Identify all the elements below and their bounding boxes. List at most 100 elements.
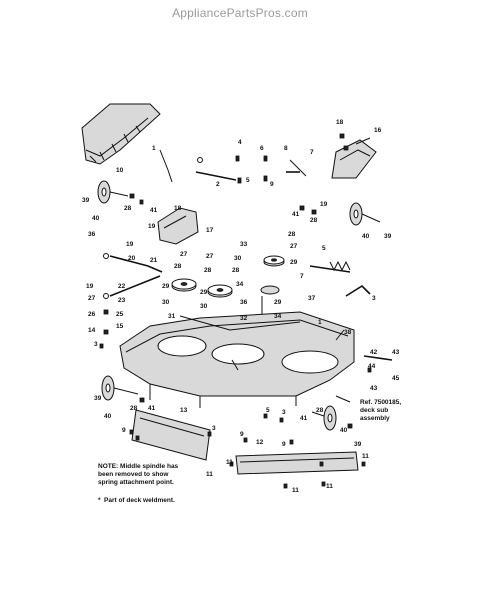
callout-11-b: 11 (362, 453, 369, 460)
discharge-chute (81, 103, 161, 165)
ref-line-1: Ref. 7500185, (360, 399, 401, 406)
callout-4: 4 (238, 139, 242, 146)
callout-43: 42 (370, 349, 378, 356)
callout-41-b: 40 (362, 233, 370, 240)
callout-9-c: 9 (240, 431, 244, 438)
callout-41-d: 40 (340, 427, 348, 434)
callout-46: 45 (392, 375, 400, 382)
callout-37: 36 (240, 299, 248, 306)
callout-31-c: 30 (200, 303, 208, 310)
callout-3: 3 (372, 295, 376, 302)
callout-40-a: 39 (82, 197, 90, 204)
rear-right-gauge-wheel (311, 405, 353, 431)
callout-38: 37 (308, 295, 316, 302)
ref-line-2: deck sub (360, 407, 388, 414)
callout-28-b: 27 (206, 253, 214, 260)
callout-18-b: 18 (174, 205, 182, 212)
ref-line-3: assembly (360, 415, 390, 422)
callout-labels: 10 1 2 4 6 5 8 9 7 18 16 39 40 28 41 18 … (82, 119, 400, 494)
callout-29-g: 28 (130, 405, 138, 412)
rear-baffle (131, 409, 211, 461)
note-line-3: spring attachment point. (98, 479, 174, 486)
callout-5-b: 5 (322, 245, 326, 252)
front-baffle (235, 451, 359, 475)
center-spindle-pulley (207, 284, 233, 298)
callout-8: 8 (284, 145, 288, 152)
callout-27: 26 (88, 311, 96, 318)
callout-5: 5 (246, 177, 250, 184)
callout-42-d: 41 (300, 415, 308, 422)
callout-30-c: 29 (200, 289, 208, 296)
callout-3-b: 3 (94, 341, 98, 348)
callout-30-a: 29 (290, 259, 298, 266)
callout-2: 2 (216, 181, 220, 188)
callout-29-f: 28 (288, 231, 296, 238)
callout-32: 31 (168, 313, 176, 320)
callout-33: 32 (240, 315, 248, 322)
callout-11-e: 11 (326, 483, 333, 490)
callout-28-a: 27 (180, 251, 188, 258)
callout-9-b: 9 (122, 427, 126, 434)
callout-19-d: 19 (86, 283, 94, 290)
note-line-1: NOTE: Middle spindle has (98, 463, 179, 470)
callout-41-c: 40 (104, 413, 112, 420)
callout-29-a: 28 (124, 205, 132, 212)
callout-39: 38 (344, 329, 352, 336)
callout-40-b: 39 (384, 233, 392, 240)
callout-6: 6 (260, 145, 264, 152)
note-deck-weldment: Part of deck weldment. (104, 497, 175, 504)
callout-11-c: 11 (206, 471, 213, 478)
leader-lines (231, 137, 371, 403)
callout-41-a: 40 (92, 215, 100, 222)
callout-14: 14 (88, 327, 96, 334)
callout-42-c: 41 (148, 405, 156, 412)
callout-31-a: 30 (234, 255, 242, 262)
callout-29-h: 28 (316, 407, 324, 414)
callout-29-d: 28 (204, 267, 212, 274)
callout-11-a: 11 (226, 459, 233, 466)
front-right-gauge-wheel (299, 202, 381, 226)
callout-15: 15 (116, 323, 124, 330)
callout-35: 34 (236, 281, 244, 288)
callout-42-a: 41 (150, 207, 158, 214)
callout-1-b: 1 (318, 319, 322, 326)
callout-44-b: 43 (370, 385, 378, 392)
callout-18: 18 (336, 119, 344, 126)
callout-40-d: 39 (354, 441, 362, 448)
callout-5-c: 5 (266, 407, 270, 414)
callout-13: 13 (180, 407, 188, 414)
callout-3-d: 3 (282, 409, 286, 416)
callout-9-d: 9 (282, 441, 286, 448)
callout-34: 33 (240, 241, 248, 248)
left-hanger-links (99, 253, 163, 349)
front-left-gauge-wheel (97, 180, 144, 205)
callout-3-c: 3 (212, 425, 216, 432)
callout-28-c: 27 (290, 243, 298, 250)
note-line-2: been removed to show (98, 471, 169, 478)
callout-45: 44 (368, 363, 376, 370)
callout-20: 20 (128, 255, 136, 262)
callout-42-b: 41 (292, 211, 300, 218)
callout-30-b: 29 (162, 283, 170, 290)
callout-1: 1 (152, 145, 156, 152)
callout-28-d: 27 (88, 295, 96, 302)
watermark: AppliancePartsPros.com (172, 6, 308, 20)
callout-10: 10 (116, 167, 124, 174)
callout-22: 22 (118, 283, 126, 290)
deflector-bracket (331, 139, 377, 179)
rear-left-gauge-wheel (101, 375, 145, 403)
callout-26: 25 (116, 311, 124, 318)
callout-21: 21 (150, 257, 158, 264)
callout-44: 43 (392, 349, 400, 356)
callout-29-e: 28 (232, 267, 240, 274)
callout-7: 7 (310, 149, 314, 156)
callout-31-b: 30 (162, 299, 170, 306)
callout-29-b: 28 (310, 217, 318, 224)
callout-17: 17 (206, 227, 214, 234)
callout-16: 16 (374, 127, 382, 134)
callout-19-c: 19 (126, 241, 134, 248)
mounting-bracket (157, 207, 199, 245)
left-spindle-pulley (171, 278, 197, 292)
callout-7-b: 7 (300, 273, 304, 280)
